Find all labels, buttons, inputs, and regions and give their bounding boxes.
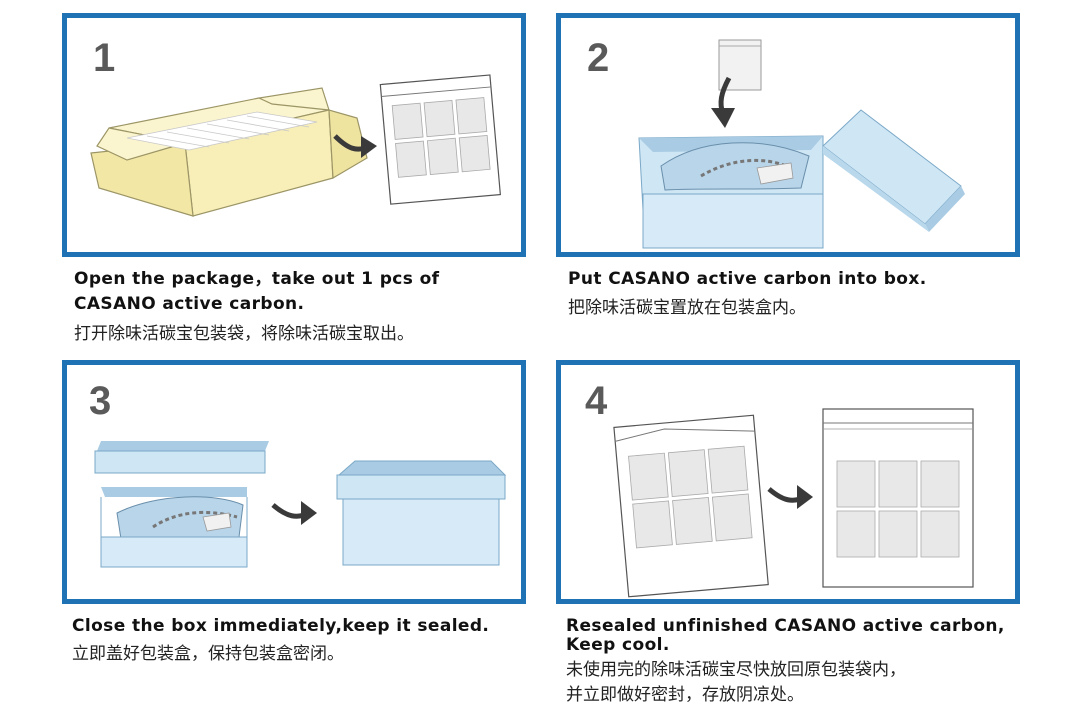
sealed-carbon-bag: [379, 74, 501, 205]
step-4-caption-en-line1: Resealed unfinished CASANO active carbon…: [566, 616, 1005, 636]
step-4-illustration: [613, 408, 974, 598]
open-shoe-box: [638, 135, 824, 249]
open-cardboard-box: [90, 87, 368, 217]
step-1-caption-zh: 打开除味活碳宝包装袋，将除味活碳宝取出。: [74, 324, 414, 344]
step-3-caption-zh: 立即盖好包装盒，保持包装盒密闭。: [72, 644, 344, 664]
step-2-illustration: [638, 39, 965, 249]
arrow-right-icon: [767, 485, 813, 509]
step-4-caption-en-line2: Keep cool.: [566, 635, 670, 655]
sachets-in-box: [126, 111, 318, 151]
arrow-down-icon: [711, 76, 735, 128]
step-4-number: 4: [585, 379, 608, 423]
closed-shoe-box: [336, 460, 507, 566]
step-1-caption-en-line2: CASANO active carbon.: [74, 294, 305, 314]
opened-carbon-bag: [613, 414, 769, 598]
step-1-number: 1: [93, 36, 116, 80]
step-2-caption-zh: 把除味活碳宝置放在包装盒内。: [568, 298, 806, 318]
resealed-carbon-bag: [822, 408, 974, 588]
step-2-panel: 2: [556, 13, 1020, 257]
step-4-caption-zh-line1: 未使用完的除味活碳宝尽快放回原包装袋内，: [566, 660, 906, 680]
step-4-caption-zh-line2: 并立即做好密封，存放阴凉处。: [566, 685, 804, 705]
step-3-caption-en: Close the box immediately,keep it sealed…: [72, 616, 490, 636]
step-3-panel: 3: [62, 360, 526, 604]
step-4-panel: 4: [556, 360, 1020, 604]
step-3-illustration: [94, 441, 507, 568]
shoe-box-lid: [94, 441, 269, 474]
step-1-panel: 1: [62, 13, 526, 257]
step-3-number: 3: [89, 379, 112, 423]
open-shoe-box: [100, 487, 248, 568]
step-2-number: 2: [587, 36, 610, 80]
shoe-box-lid: [822, 109, 965, 232]
step-2-caption-en: Put CASANO active carbon into box.: [568, 269, 927, 289]
arrow-right-icon: [333, 134, 377, 158]
step-1-caption-en-line1: Open the package，take out 1 pcs of: [74, 269, 440, 289]
arrow-right-icon: [271, 501, 317, 525]
step-1-illustration: [90, 74, 501, 217]
